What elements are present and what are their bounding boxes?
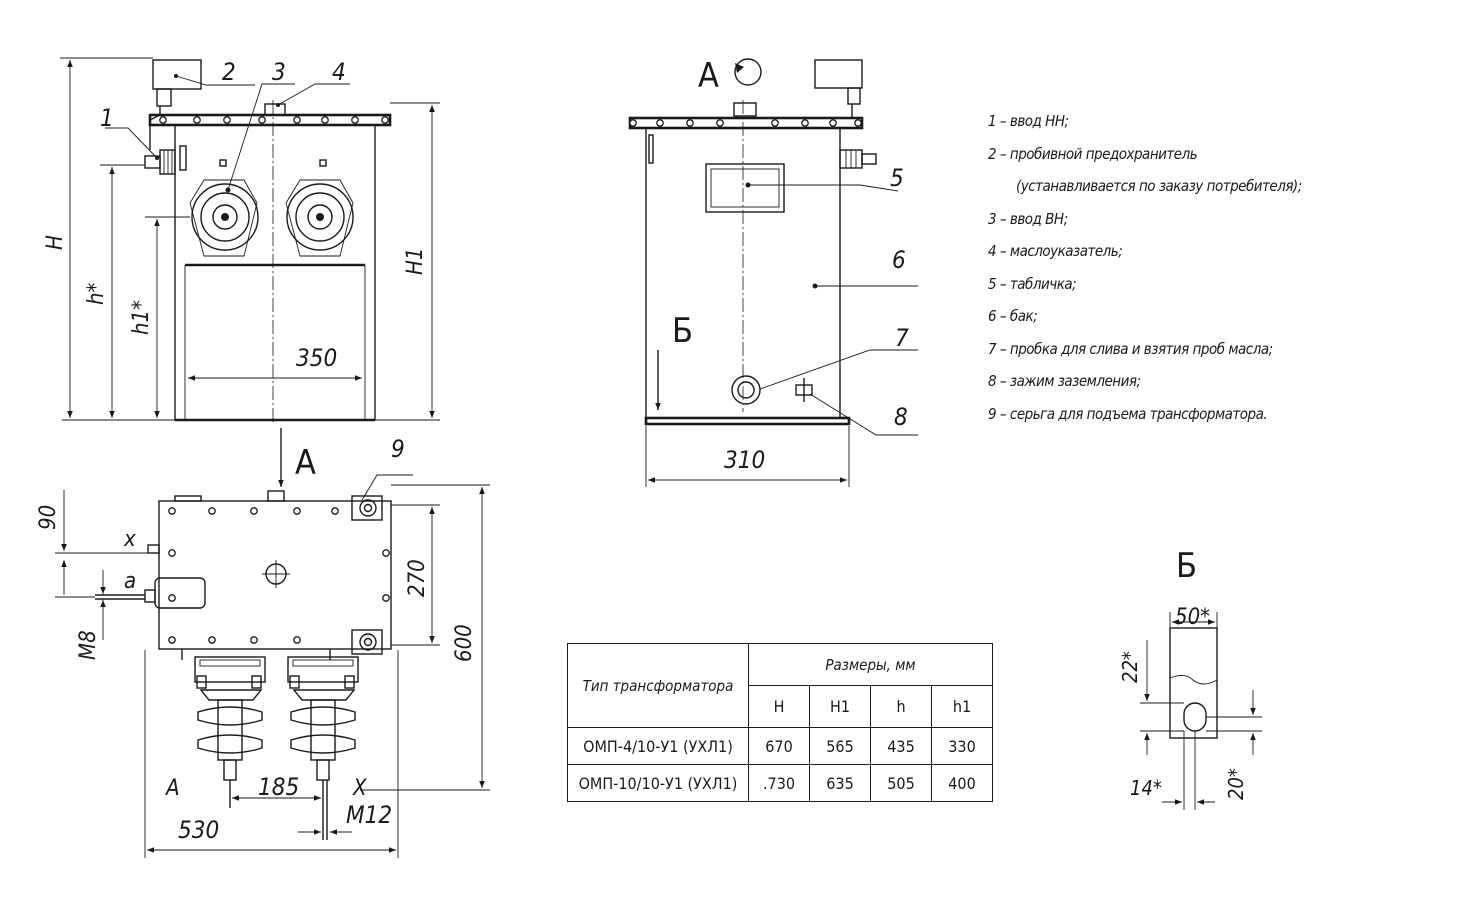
top-tank xyxy=(158,500,392,650)
table-row: ОМП-4/10-У1 (УХЛ1) 670 565 435 330 xyxy=(567,727,993,765)
detail-b-label: Б xyxy=(1176,546,1197,586)
legend-item-6: 6 – бак; xyxy=(988,307,1038,325)
dim-20: 20* xyxy=(1224,768,1248,800)
legend-item-3: 3 – ввод ВН; xyxy=(988,209,1068,228)
view-labels: А Б Б А xyxy=(295,56,1197,586)
dim-90: 90 xyxy=(36,505,61,530)
table-row-2-h: 505 xyxy=(870,764,932,802)
detail-b-plate xyxy=(1169,627,1218,739)
table-size-header: Размеры, мм xyxy=(748,643,993,686)
lv-bushing-side xyxy=(839,149,877,169)
lv-bushing xyxy=(144,145,187,175)
oil-gauge-side xyxy=(733,102,757,117)
top-view xyxy=(55,428,490,858)
table-col-H1: H1 xyxy=(809,685,871,728)
lifting-lug-top xyxy=(351,495,383,521)
legend-list: 1 – ввод НН; 2 – пробивной предохранител… xyxy=(988,108,1428,433)
side-view xyxy=(628,58,918,487)
dim-600: 600 xyxy=(452,624,477,662)
callout-7: 7 xyxy=(895,324,909,352)
table-row-2-H: .730 xyxy=(748,764,810,802)
terminal-A-big: A xyxy=(164,776,180,801)
table-col-h1: h1 xyxy=(931,685,993,728)
dim-185: 185 xyxy=(258,773,299,801)
legend-item-9: 9 – серьга для подъема трансформатора. xyxy=(988,404,1268,423)
lifting-lug-bottom xyxy=(351,629,383,655)
table-row-1-H: 670 xyxy=(748,727,810,765)
callout-8: 8 xyxy=(894,403,908,431)
view-a-label: А xyxy=(698,56,719,96)
dim-270: 270 xyxy=(405,559,430,597)
dim-H1: H1 xyxy=(403,248,428,275)
oil-gauge xyxy=(264,103,286,116)
table-row-1-H1: 565 xyxy=(809,727,871,765)
legend-item-5: 5 – табличка; xyxy=(988,274,1077,293)
callout-3: 3 xyxy=(272,58,286,86)
dim-M12: M12 xyxy=(346,801,392,829)
lid-bolts xyxy=(159,116,389,124)
table-row-2-h1: 400 xyxy=(931,764,993,802)
table-type-header: Тип трансформатора xyxy=(567,643,749,728)
rotation-symbol xyxy=(734,58,762,86)
front-tank xyxy=(174,124,376,421)
nameplate xyxy=(705,163,785,213)
table-row-1-h1: 330 xyxy=(931,727,993,765)
arrow-a-label: А xyxy=(295,443,316,483)
dim-530: 530 xyxy=(178,816,219,844)
hv-bushing-right xyxy=(285,179,354,257)
dimension-labels: H h* h1* H1 350 310 90 270 600 M8 185 53… xyxy=(36,235,1248,844)
dim-M8: M8 xyxy=(76,630,101,660)
side-lid-bolts xyxy=(629,119,862,127)
callout-4: 4 xyxy=(332,58,346,86)
legend-item-2: 2 – пробивной предохранитель xyxy=(988,144,1198,163)
legend-item-7: 7 – пробка для слива и взятия проб масла… xyxy=(988,339,1273,358)
dim-310: 310 xyxy=(724,446,765,474)
terminal-X-big: X xyxy=(352,776,367,801)
view-b-arrow-label: Б xyxy=(672,311,693,351)
callout-5: 5 xyxy=(890,164,904,192)
dim-22: 22* xyxy=(1118,651,1142,683)
dim-H: H xyxy=(43,235,68,250)
ground-clamp xyxy=(795,378,813,402)
fuse-box xyxy=(152,59,202,90)
legend-item-1: 1 – ввод НН; xyxy=(988,112,1069,130)
table-row-1-h: 435 xyxy=(870,727,932,765)
table-col-h: h xyxy=(870,685,932,728)
dimensions-table: Тип трансформатора Размеры, мм H H1 h h1… xyxy=(567,643,993,802)
legend-item-2-note: (устанавливается по заказу потребителя); xyxy=(1016,177,1302,195)
drain-plug xyxy=(731,375,761,405)
callout-6: 6 xyxy=(892,246,906,274)
fuse-box-side xyxy=(814,59,863,89)
dim-350: 350 xyxy=(296,344,337,372)
table-row-2-H1: 635 xyxy=(809,764,871,802)
hv-insulator-right xyxy=(287,656,359,840)
hv-insulator-left xyxy=(194,656,266,808)
dim-h-star: h* xyxy=(84,282,109,305)
terminal-x-small: x xyxy=(123,527,136,552)
dim-h1-star: h1* xyxy=(129,300,154,335)
table-col-H: H xyxy=(748,685,810,728)
table-row-2-name: ОМП-10/10-У1 (УХЛ1) xyxy=(567,764,749,802)
dim-50: 50* xyxy=(1175,605,1210,630)
side-lid xyxy=(628,116,864,130)
hv-bushing-left xyxy=(189,179,259,257)
detail-b xyxy=(1140,612,1262,810)
top-bolts xyxy=(168,507,390,644)
table-row: ОМП-10/10-У1 (УХЛ1) .730 635 505 400 xyxy=(567,764,993,802)
callout-2: 2 xyxy=(222,58,236,86)
callout-9: 9 xyxy=(391,435,405,463)
terminal-a-small: a xyxy=(124,569,136,594)
fuse-top xyxy=(154,577,206,609)
callout-labels: 1 2 3 4 5 6 7 8 9 xyxy=(100,58,909,463)
terminal-labels: x a A X xyxy=(123,527,367,801)
dim-14: 14* xyxy=(1130,776,1162,800)
callout-1: 1 xyxy=(100,104,114,132)
table-row-1-name: ОМП-4/10-У1 (УХЛ1) xyxy=(567,727,749,765)
legend-item-8: 8 – зажим заземления; xyxy=(988,372,1141,390)
front-view xyxy=(60,57,440,425)
legend-item-4: 4 – маслоуказатель; xyxy=(988,242,1123,260)
